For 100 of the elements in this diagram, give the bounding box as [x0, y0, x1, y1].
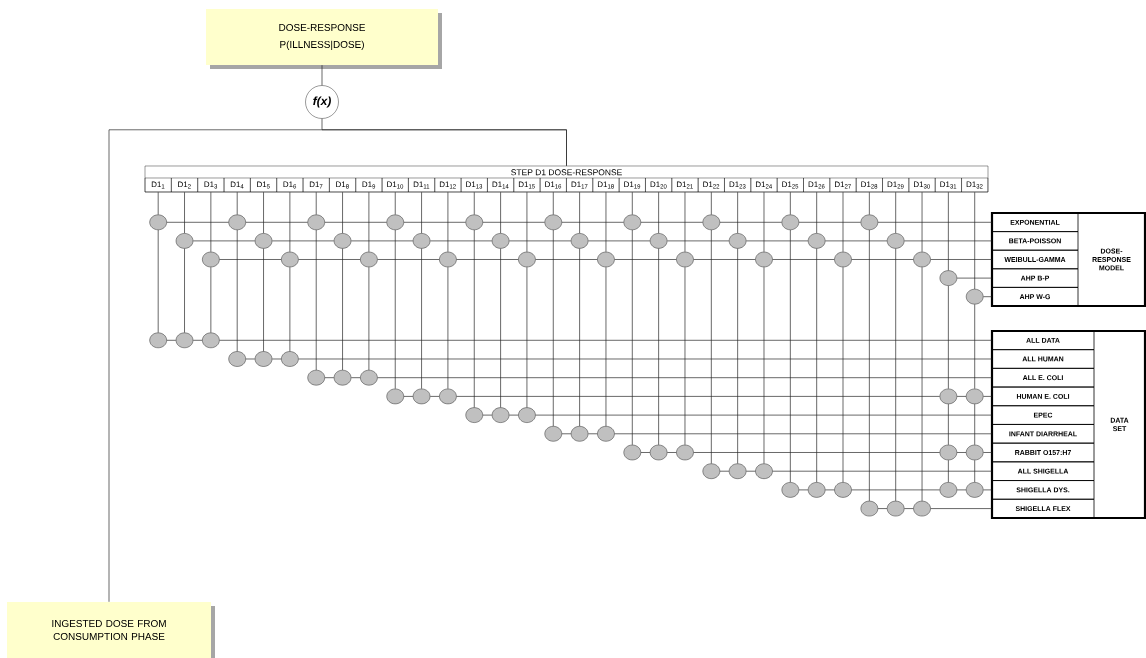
connector-line [394, 229, 396, 390]
connector-line [324, 377, 335, 379]
connector-line [869, 229, 870, 502]
connector-line [394, 191, 396, 215]
circle-marker [887, 233, 905, 249]
circle-marker [307, 370, 325, 386]
connector-line [561, 221, 624, 223]
connector-line [587, 433, 598, 435]
circle-marker [597, 251, 615, 268]
connector-line [210, 191, 212, 253]
connector-line [605, 191, 607, 253]
connector-line [895, 248, 897, 502]
connector-line [473, 229, 475, 408]
process-box: DOSE-RESPONSE P(ILLNESS|DOSE) [206, 9, 442, 69]
circle-marker [728, 463, 747, 479]
circle-marker [966, 482, 984, 498]
connector-line [790, 229, 791, 483]
connector-line [429, 240, 493, 242]
connector-line [315, 229, 317, 371]
circle-marker [728, 233, 747, 249]
connector-line [956, 452, 967, 453]
connector-line [895, 191, 897, 234]
connector-line [948, 459, 949, 483]
connector-line [684, 266, 686, 446]
connector-line [377, 259, 440, 260]
circle-marker [755, 463, 773, 479]
connector-line [368, 266, 370, 371]
connector-line [974, 459, 976, 483]
connector-line [772, 259, 835, 260]
circle-marker [544, 426, 562, 442]
connector-line [667, 452, 677, 453]
circle-marker [649, 233, 668, 249]
connector-line [746, 240, 809, 242]
connector-line [579, 248, 580, 427]
connector-line [447, 191, 449, 253]
circle-marker [807, 482, 826, 498]
connector-line [403, 396, 414, 397]
connector-line [447, 266, 449, 390]
connector-line [157, 191, 159, 215]
circle-marker [834, 482, 852, 498]
connector-line [877, 221, 992, 223]
circle-marker [149, 214, 167, 230]
connector-line [482, 221, 545, 223]
connector-line [904, 508, 914, 509]
circle-marker [360, 370, 378, 386]
circle-marker [781, 214, 800, 230]
connector-line [631, 229, 633, 446]
connector-line [421, 191, 422, 234]
connector-line [289, 191, 291, 253]
connector-line [298, 259, 361, 260]
connector-line [877, 508, 888, 509]
connector-line [948, 191, 949, 271]
circle-marker [676, 444, 694, 461]
connector-line [421, 248, 422, 390]
connector-line [350, 240, 414, 242]
connector-line [482, 414, 493, 416]
circle-marker [465, 407, 483, 423]
connector-line [403, 221, 466, 223]
circle-marker [834, 251, 852, 268]
circle-marker [676, 251, 694, 268]
connector-line [816, 248, 817, 483]
connector-line [631, 191, 633, 215]
connector-line [640, 221, 703, 223]
connector-line [342, 191, 343, 234]
circle-marker [254, 351, 273, 367]
connector-line [184, 191, 185, 234]
circle-marker [254, 233, 273, 249]
circle-marker [491, 407, 510, 423]
circle-marker [623, 444, 641, 461]
connector-line [321, 64, 323, 86]
connector-line [508, 414, 519, 416]
circle-marker [807, 233, 826, 249]
circle-marker [307, 214, 325, 230]
process-box: INGESTED DOSE FROM CONSUMPTION PHASE [7, 602, 215, 658]
circle-marker [202, 251, 220, 268]
connector-line [684, 191, 686, 253]
connector-line [851, 489, 940, 491]
connector-line [851, 259, 914, 260]
circle-marker [939, 444, 958, 461]
connector-line [772, 470, 992, 472]
connector-line [429, 396, 440, 397]
connector-line [983, 396, 992, 397]
circle-marker [228, 214, 246, 230]
connector-line [552, 191, 554, 215]
circle-marker [887, 500, 905, 517]
connector-line [842, 266, 844, 483]
connector-line [535, 259, 598, 260]
circle-marker [386, 214, 404, 230]
circle-marker [412, 388, 431, 405]
connector-line [289, 266, 291, 352]
connector-line [219, 259, 282, 260]
connector-line [974, 403, 976, 446]
connector-line [219, 339, 992, 341]
connector-line [350, 377, 361, 379]
connector-line [456, 259, 519, 260]
connector-line [737, 191, 738, 234]
connector-line [983, 489, 992, 491]
connector-line [526, 266, 528, 408]
connector-line [192, 240, 256, 242]
connector-line [500, 248, 501, 408]
